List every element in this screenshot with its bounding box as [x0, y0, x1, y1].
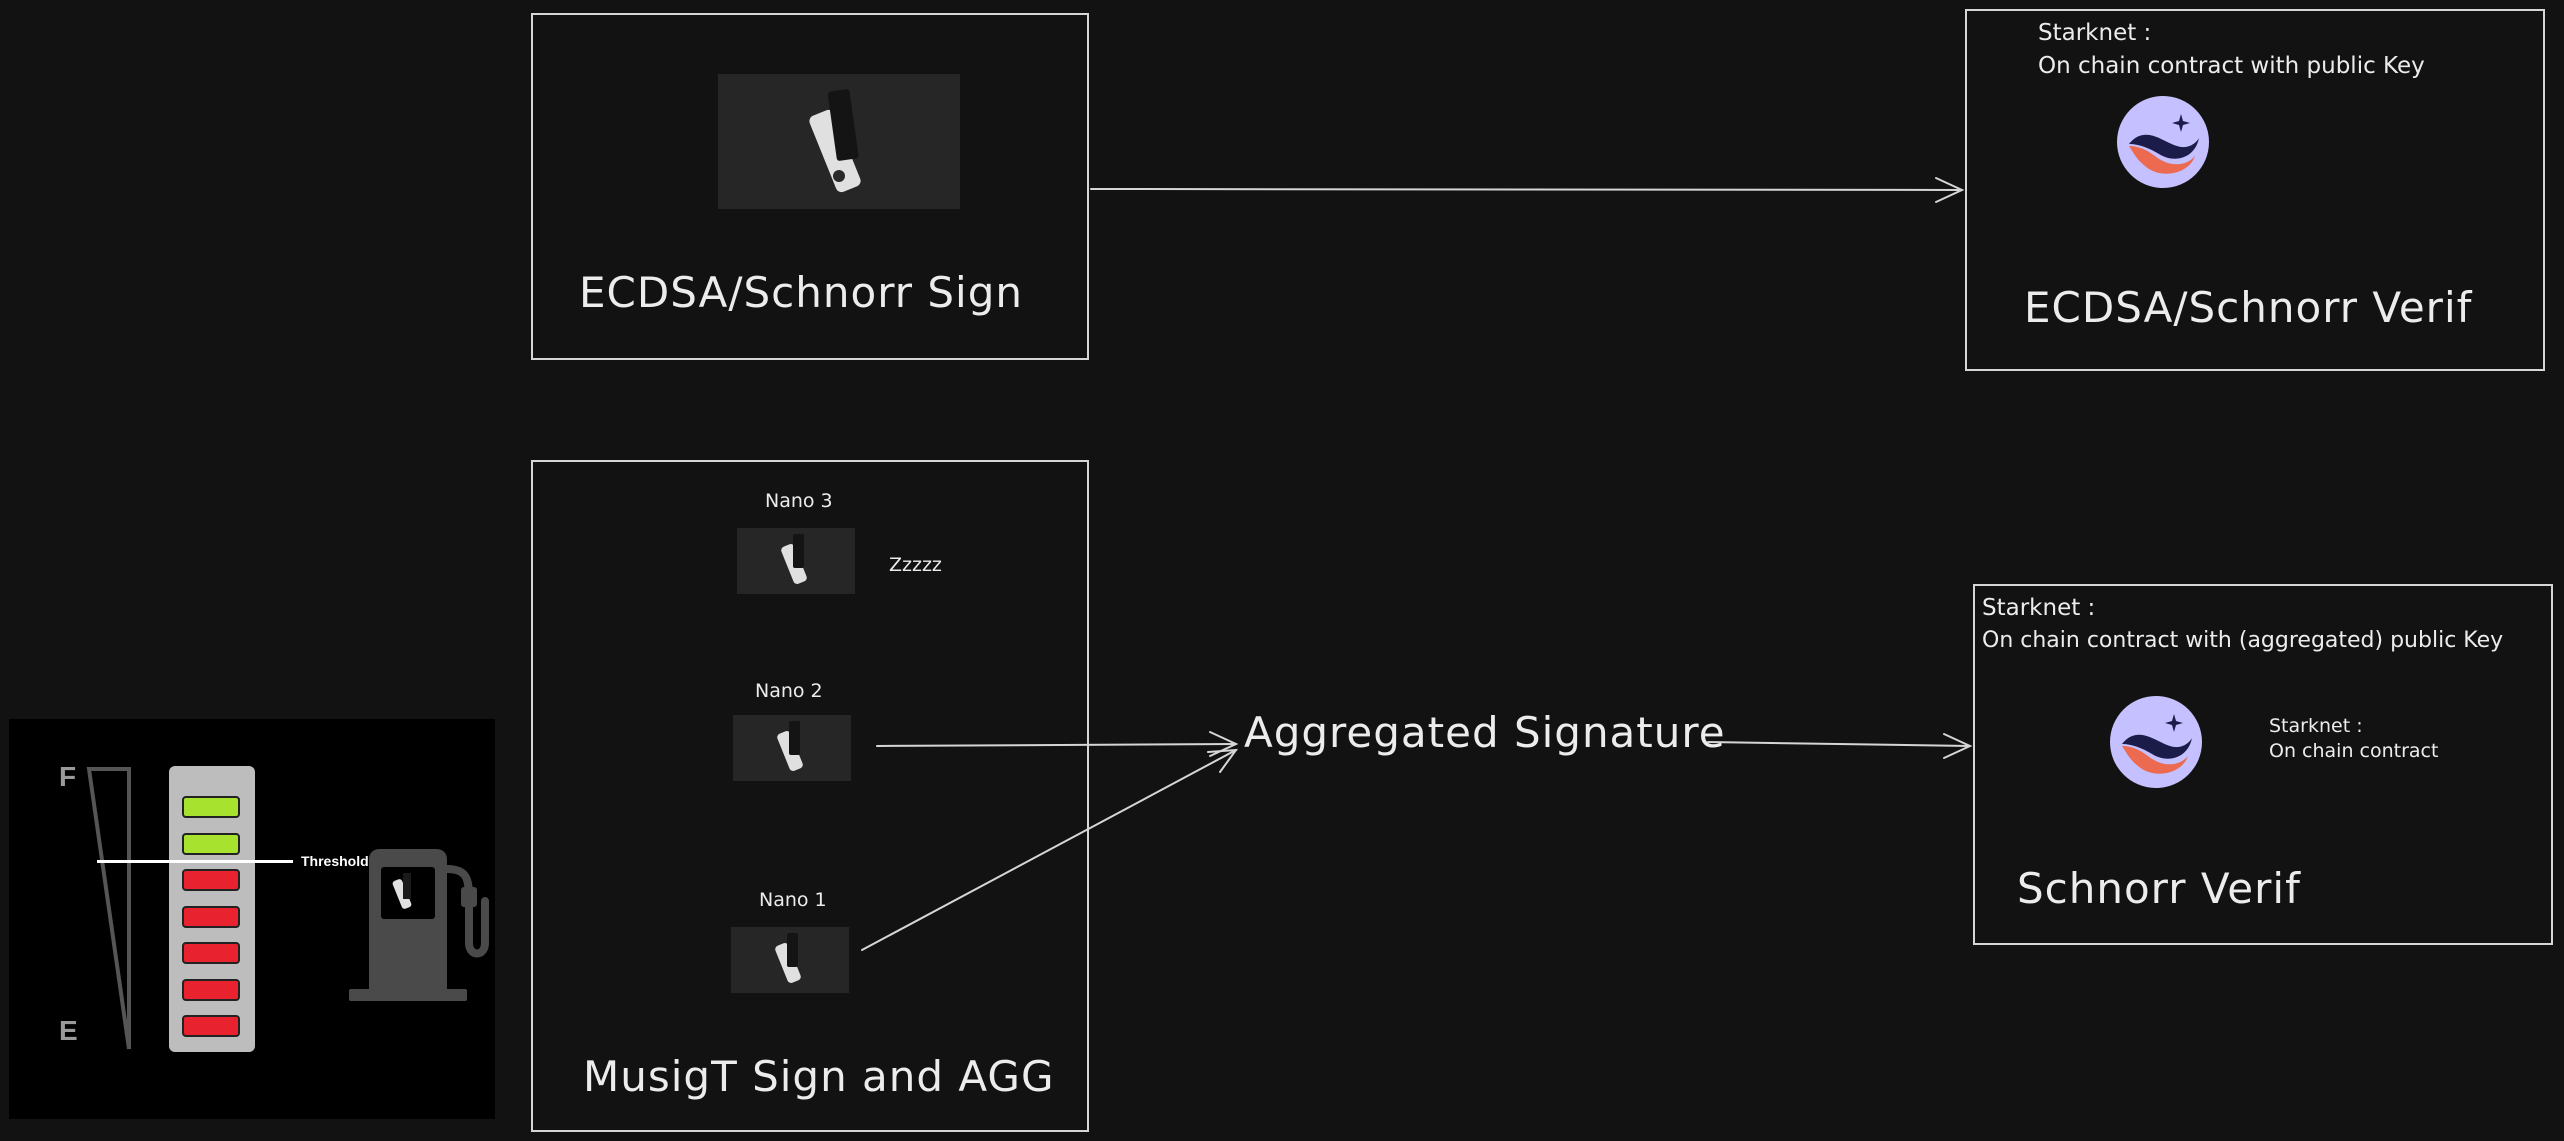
nano3-sleep-status: Zzzzz	[889, 554, 942, 576]
gauge-segment-empty	[182, 942, 240, 964]
starknet-label: Starknet :	[2038, 20, 2152, 46]
contract-description: On chain contract with (aggregated) publ…	[1982, 628, 2504, 653]
ecdsa-sign-box: ECDSA/Schnorr Sign	[531, 13, 1089, 360]
ecdsa-verif-label: ECDSA/Schnorr Verif	[2024, 283, 2473, 332]
arrow-sign-to-verif	[1090, 177, 1965, 203]
schnorr-verif-label: Schnorr Verif	[2017, 864, 2301, 913]
musig-sign-agg-label: MusigT Sign and AGG	[583, 1052, 1055, 1101]
fuel-level-bar	[169, 766, 255, 1052]
nano3-label: Nano 3	[765, 490, 833, 512]
nano1-label: Nano 1	[759, 889, 827, 911]
gauge-segment-empty	[182, 1015, 240, 1037]
ledger-nano-icon	[775, 933, 801, 983]
ecdsa-verif-box: Starknet : On chain contract with public…	[1965, 9, 2545, 371]
gauge-full-label: F	[59, 761, 77, 792]
arrow-nano1-to-aggregated	[861, 748, 1239, 951]
contract-description: On chain contract with public Key	[2038, 53, 2425, 79]
aggregated-signature-label: Aggregated Signature	[1244, 708, 1726, 757]
gauge-segment-empty	[182, 905, 240, 928]
ecdsa-sign-label: ECDSA/Schnorr Sign	[579, 268, 1023, 317]
starknet-logo-icon	[2110, 696, 2202, 788]
gauge-wedge	[86, 767, 131, 1050]
ledger-nano-icon	[781, 534, 807, 584]
side-note-starknet: Starknet :	[2269, 715, 2363, 737]
nano2-label: Nano 2	[755, 680, 823, 702]
ledger-device-image	[718, 74, 960, 209]
nano2-device	[733, 715, 851, 781]
gauge-segment-empty	[182, 978, 240, 1001]
starknet-logo-icon	[2117, 96, 2209, 188]
starknet-label: Starknet :	[1982, 595, 2096, 621]
threshold-label: Threshold	[301, 853, 369, 869]
gauge-empty-label: E	[59, 1015, 78, 1046]
schnorr-verif-box: Starknet : On chain contract with (aggre…	[1973, 584, 2553, 945]
arrow-aggregated-to-verif	[1707, 733, 1973, 759]
side-note-contract: On chain contract	[2269, 740, 2439, 762]
ledger-nano-icon	[777, 721, 803, 771]
gauge-segment-empty	[182, 869, 240, 891]
fuel-gauge-panel: F E Threshold	[9, 719, 495, 1119]
musig-sign-box: Nano 3 Zzzzz Nano 2 Nano 1 MusigT Sign a…	[531, 460, 1089, 1132]
fuel-pump-icon	[349, 849, 489, 1001]
nano1-device	[731, 927, 849, 993]
gauge-segment-filled	[182, 796, 240, 818]
arrow-nano2-to-aggregated	[876, 731, 1239, 757]
ledger-nano-icon	[809, 89, 861, 193]
gauge-segment-filled	[182, 832, 240, 855]
nano3-device	[737, 528, 855, 594]
threshold-line	[97, 860, 293, 863]
